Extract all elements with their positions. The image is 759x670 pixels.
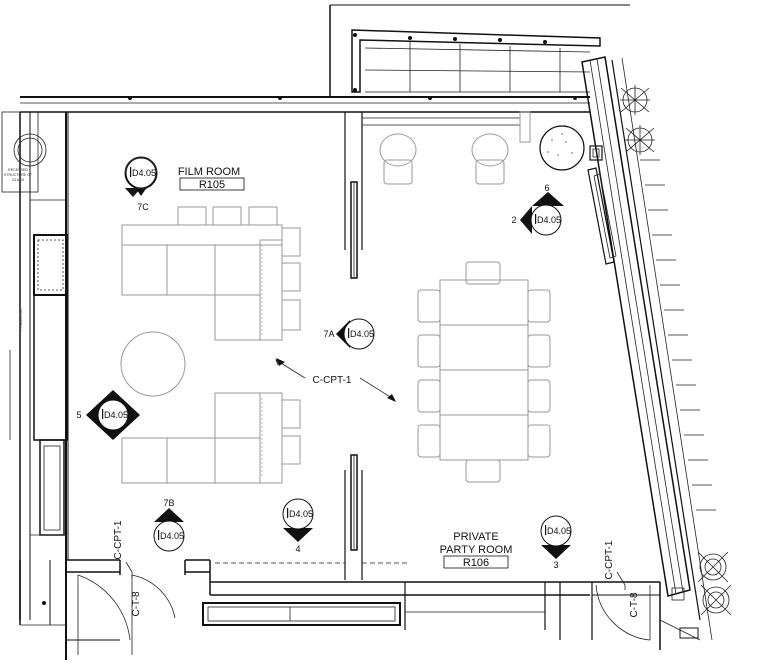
sectional-sofa-bottom (121, 392, 301, 484)
sheet-ref: D4.05 (104, 410, 128, 420)
sheet-ref: D4.05 (132, 168, 156, 178)
view-number: 4 (295, 544, 300, 554)
sheet-ref: D4.05 (547, 526, 571, 536)
lounge-chairs (379, 133, 509, 185)
elevation-marker-3: D4.05 3 (540, 515, 572, 570)
sheet-ref: D4.05 (350, 329, 374, 339)
exterior-walls: RECESSED STRUCTURE OF GLASS TV MONITOR (1, 96, 590, 660)
elevation-marker-6-2: D4.05 6 2 (511, 183, 564, 236)
view-number-6: 6 (544, 183, 549, 193)
finish-tag-right-door: C-CPT-1 C-T-8 (604, 540, 640, 617)
view-number: 3 (553, 560, 558, 570)
note-line3: GLASS (12, 178, 25, 182)
view-number: 5 (76, 410, 81, 420)
sheet-ref: D4.05 (289, 509, 313, 519)
tv-monitor-note: TV MONITOR (19, 308, 23, 331)
round-ottoman (120, 331, 186, 397)
room-number: R106 (463, 557, 489, 569)
view-number: 7C (137, 202, 149, 212)
finish-tag-left-door: C-CPT-1 C-T-8 (113, 520, 142, 616)
carpet-tag: C-CPT-1 (604, 540, 615, 579)
elevation-marker-7b: D4.05 7B (153, 498, 185, 552)
view-number: 7B (163, 498, 174, 508)
note-line2: STRUCTURE OF (4, 173, 33, 177)
carpet-tag: C-CPT-1 (113, 520, 124, 559)
elevation-marker-7c: D4.05 7C (124, 156, 158, 212)
tile-tag: C-T-8 (131, 591, 142, 616)
balcony (128, 4, 630, 100)
dining-table (417, 261, 551, 483)
finish-label: C-CPT-1 (313, 375, 352, 386)
note-line1: RECESSED (8, 168, 28, 172)
curtain-wall (539, 56, 716, 641)
room-number: R105 (199, 179, 225, 191)
tile-tag: C-T-8 (629, 592, 640, 617)
sheet-ref: D4.05 (537, 215, 561, 225)
bottom-walls (20, 559, 701, 655)
finish-tag-carpet-center: C-CPT-1 (275, 358, 396, 402)
sheet-ref: D4.05 (160, 531, 184, 541)
room-name-line1: PRIVATE (453, 531, 498, 543)
elevation-marker-5: D4.05 5 (76, 390, 140, 440)
elevation-marker-7a: D4.05 7A (323, 318, 375, 350)
room-label-film-room: FILM ROOM R105 (178, 166, 245, 191)
sectional-sofa-top (121, 206, 301, 341)
elevation-marker-4: D4.05 4 (282, 498, 314, 554)
room-name-line2: PARTY ROOM (440, 544, 513, 556)
plant-icon (620, 85, 732, 616)
room-label-private-party-room: PRIVATE PARTY ROOM R106 (440, 531, 513, 569)
view-number: 7A (323, 329, 334, 339)
view-number-2: 2 (511, 215, 516, 225)
room-name: FILM ROOM (178, 166, 240, 178)
partition (344, 111, 531, 580)
